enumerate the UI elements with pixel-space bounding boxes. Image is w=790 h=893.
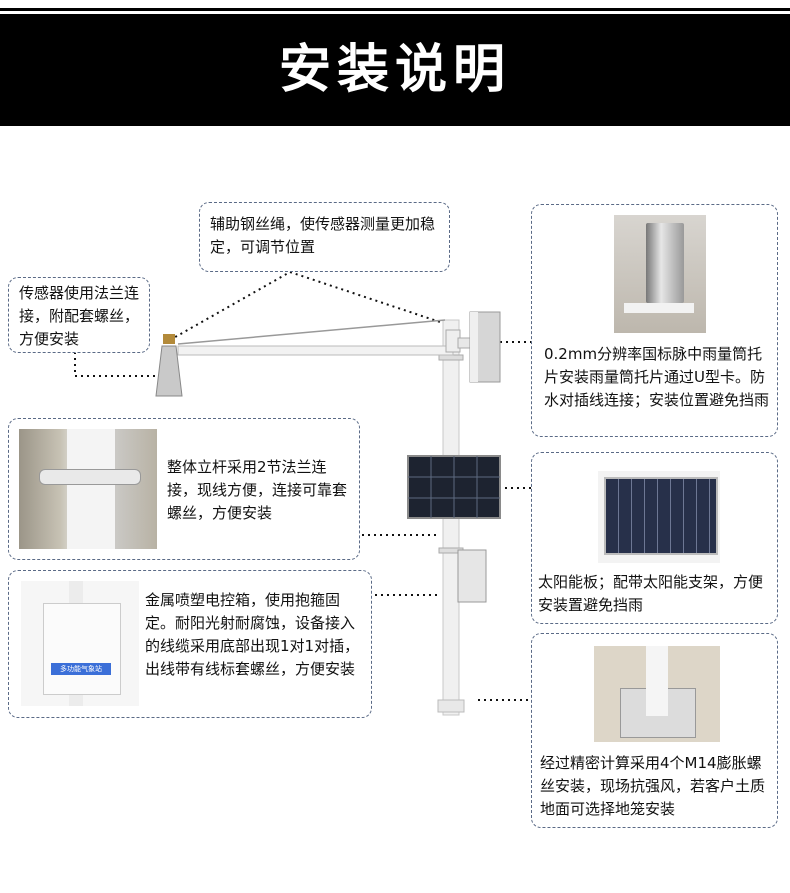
cross-arm: [177, 345, 454, 356]
control-box-photo: 多功能气象站: [21, 581, 139, 706]
banner-bar: [0, 14, 790, 126]
base-mount-photo: [594, 646, 720, 742]
page-title: 安装说明: [278, 40, 511, 100]
steel-rope: [177, 319, 446, 345]
rain-gauge-photo: [614, 215, 706, 333]
solar-panel-photo: [598, 471, 720, 563]
callout-box-text: 金属喷塑电控箱，使用抱箍固定。耐阳光射耐腐蚀，设备接入的线缆采用底部出现1对1对…: [145, 591, 360, 678]
banner-top-line: [0, 8, 790, 11]
control-box: [457, 549, 487, 603]
leader-rope-left: [169, 271, 291, 341]
callout-flange: 传感器使用法兰连接，附配套螺丝，方便安装: [8, 277, 150, 353]
callout-base: 经过精密计算采用4个M14膨胀螺丝安装，现场抗强风，若客户土质地面可选择地笼安装: [531, 633, 778, 828]
leader-rope-right: [289, 271, 441, 323]
sensor-head: [163, 334, 175, 344]
header-banner: 安装说明: [0, 0, 790, 128]
callout-flange-text: 传感器使用法兰连接，附配套螺丝，方便安装: [19, 284, 140, 348]
callout-rope-text: 辅助钢丝绳，使传感器测量更加稳定，可调节位置: [210, 215, 436, 256]
callout-pole: 整体立杆采用2节法兰连接，现线方便，连接可靠套螺丝，方便安装: [8, 418, 360, 560]
callout-solar-text: 太阳能板；配带太阳能支架，方便安装置避免挡雨: [538, 573, 764, 614]
callout-rain: 0.2mm分辨率国标脉中雨量筒托片安装雨量筒托片通过U型卡。防水对插线连接；安装…: [531, 204, 778, 437]
pole-flange-photo: [19, 429, 157, 549]
callout-base-text: 经过精密计算采用4个M14膨胀螺丝安装，现场抗强风，若客户土质地面可选择地笼安装: [540, 754, 766, 818]
callout-rope: 辅助钢丝绳，使传感器测量更加稳定，可调节位置: [199, 202, 450, 272]
sensor-cone: [155, 345, 183, 397]
callout-box: 多功能气象站 金属喷塑电控箱，使用抱箍固定。耐阳光射耐腐蚀，设备接入的线缆采用底…: [8, 570, 372, 718]
callout-rain-text: 0.2mm分辨率国标脉中雨量筒托片安装雨量筒托片通过U型卡。防水对插线连接；安装…: [544, 345, 770, 409]
box-label: 多功能气象站: [51, 663, 111, 675]
callout-solar: 太阳能板；配带太阳能支架，方便安装置避免挡雨: [531, 452, 778, 624]
callout-pole-text: 整体立杆采用2节法兰连接，现线方便，连接可靠套螺丝，方便安装: [167, 458, 348, 522]
pole-base: [437, 699, 465, 713]
